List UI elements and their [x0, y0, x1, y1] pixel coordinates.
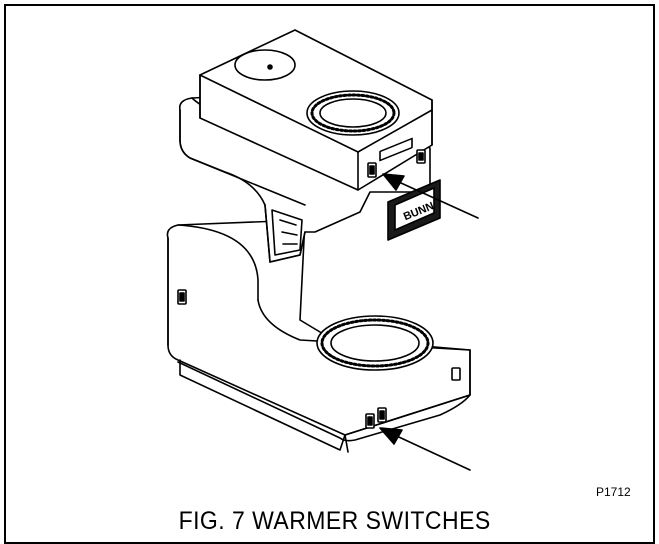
right-base-switch — [451, 367, 461, 381]
figure-caption-box: FIG. 7 WARMER SWITCHES — [135, 506, 535, 536]
lower-arrow — [379, 427, 471, 471]
coffee-brewer-illustration: BUNN — [166, 29, 479, 471]
side-switch — [177, 289, 187, 305]
upper-arrow — [382, 173, 479, 219]
lower-warmer-plate — [316, 315, 434, 371]
lower-warmer-switch — [365, 407, 387, 429]
base-unit — [166, 219, 471, 453]
upper-warmer-switch — [367, 162, 377, 178]
part-number: P1712 — [596, 485, 631, 499]
right-switch-upper — [416, 149, 426, 164]
figure-caption: FIG. 7 WARMER SWITCHES — [178, 507, 492, 535]
top-box — [199, 29, 433, 191]
